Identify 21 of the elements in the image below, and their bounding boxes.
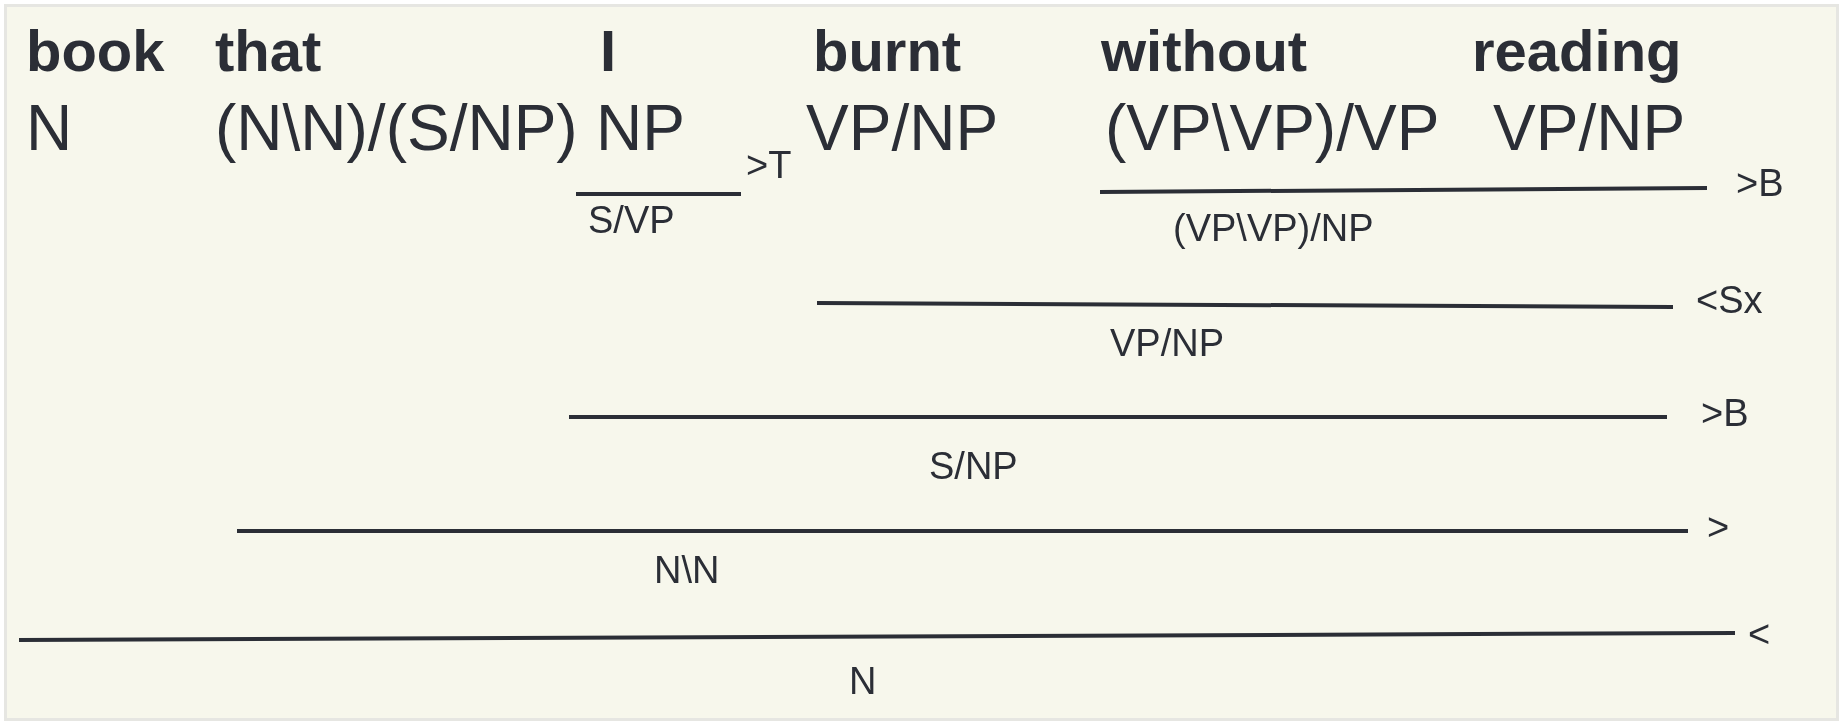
category-label: VP/NP — [1110, 324, 1225, 362]
category-label: N — [26, 96, 73, 160]
word-label: without — [1101, 22, 1308, 80]
category-label: VP/NP — [806, 96, 999, 160]
rule-label: >T — [746, 146, 792, 184]
category-label: S/VP — [588, 201, 675, 239]
category-label: N — [849, 662, 877, 700]
rule-label: >B — [1736, 164, 1784, 202]
word-label: that — [215, 22, 322, 80]
category-label: NP — [596, 96, 685, 160]
category-label: N\N — [654, 551, 720, 589]
rule-label: <Sx — [1696, 281, 1763, 319]
category-label: VP/NP — [1493, 96, 1686, 160]
word-label: burnt — [813, 22, 962, 80]
rule-label: < — [1748, 615, 1771, 653]
category-label: S/NP — [929, 447, 1018, 485]
word-label: book — [26, 22, 165, 80]
rule-label: >B — [1701, 394, 1749, 432]
word-label: I — [600, 22, 617, 80]
rule-label: > — [1707, 508, 1730, 546]
category-label: (VP\VP)/NP — [1173, 209, 1374, 247]
